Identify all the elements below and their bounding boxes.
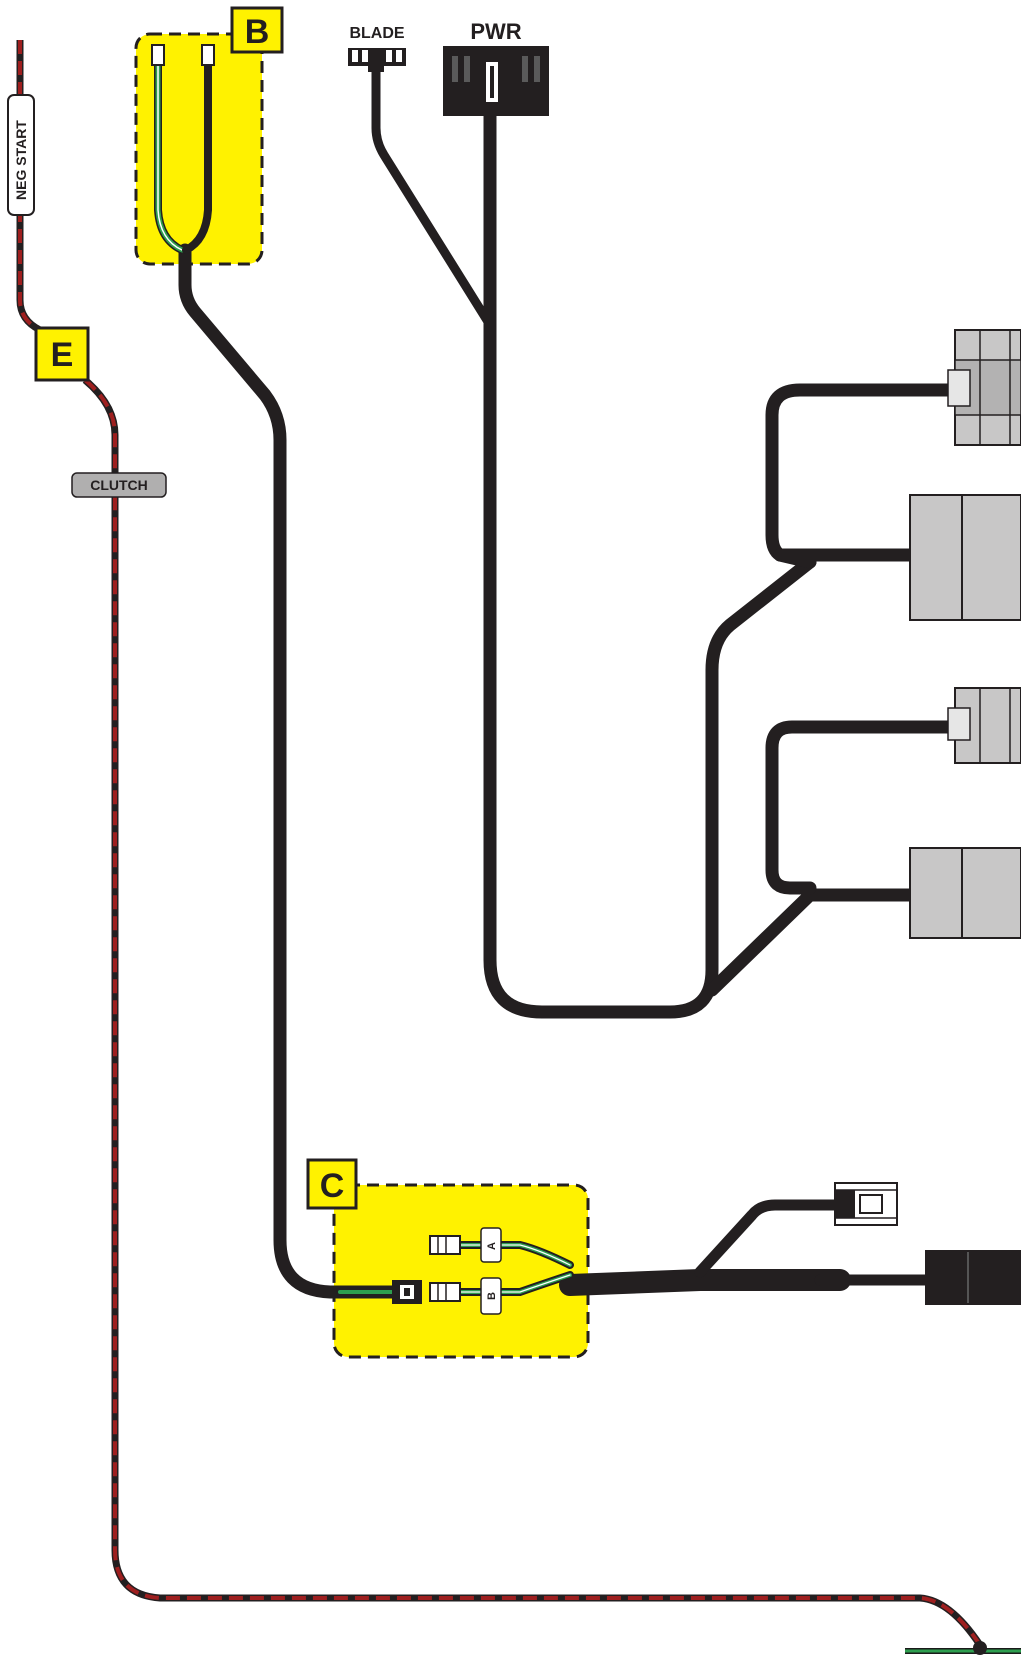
pin-a-tag: A [480, 1227, 502, 1263]
main-harness [178, 60, 957, 1299]
lower-connector-branch-2 [765, 720, 957, 895]
lower-small-connector [834, 1182, 898, 1226]
ground-junction-dot [973, 1641, 987, 1655]
blade-connector [348, 48, 406, 72]
callout-b-letter: B [245, 13, 270, 51]
blade-wire [371, 60, 495, 330]
callout-b: B [230, 6, 284, 54]
pwr-connector [443, 46, 549, 116]
c-connector-a [429, 1235, 461, 1255]
callout-c-highlight [332, 1183, 590, 1359]
b-terminal-right [201, 44, 215, 66]
right-connector-4 [909, 847, 1021, 939]
neg-start-tag: NEG START [7, 94, 35, 216]
callout-b-highlight [134, 32, 264, 266]
lower-large-connector [925, 1250, 1021, 1305]
c-output-trunk [559, 1269, 851, 1296]
right-connector-1 [947, 329, 1021, 446]
callout-c-letter: C [320, 1167, 345, 1205]
right-connector-3 [947, 687, 1021, 764]
c-inline-connector [392, 1280, 422, 1304]
c-connector-b [429, 1282, 461, 1302]
trunk-b-to-c [178, 243, 407, 1299]
callout-e-letter: E [51, 336, 74, 374]
c-output-branch [694, 1199, 856, 1278]
b-terminal-left [151, 44, 165, 66]
right-connector-2 [909, 494, 1021, 621]
clutch-label: CLUTCH [90, 477, 148, 493]
b-zone-wires [154, 56, 212, 254]
callout-c: C [306, 1158, 358, 1210]
pin-a-label: A [486, 1242, 498, 1250]
blade-label: BLADE [349, 25, 404, 42]
lower-connector-branch [705, 888, 917, 997]
pwr-wire [483, 108, 817, 1019]
clutch-tag: CLUTCH [71, 472, 167, 498]
callout-e: E [34, 326, 90, 382]
pwr-label: PWR [470, 19, 521, 44]
pin-b-label: B [486, 1292, 498, 1300]
pin-b-tag: B [480, 1277, 502, 1315]
c-zone-wires [336, 1241, 574, 1296]
ground-green-wire [905, 1641, 1021, 1655]
neg-start-label: NEG START [13, 120, 29, 200]
neg-start-dashed-wire [16, 40, 983, 1647]
